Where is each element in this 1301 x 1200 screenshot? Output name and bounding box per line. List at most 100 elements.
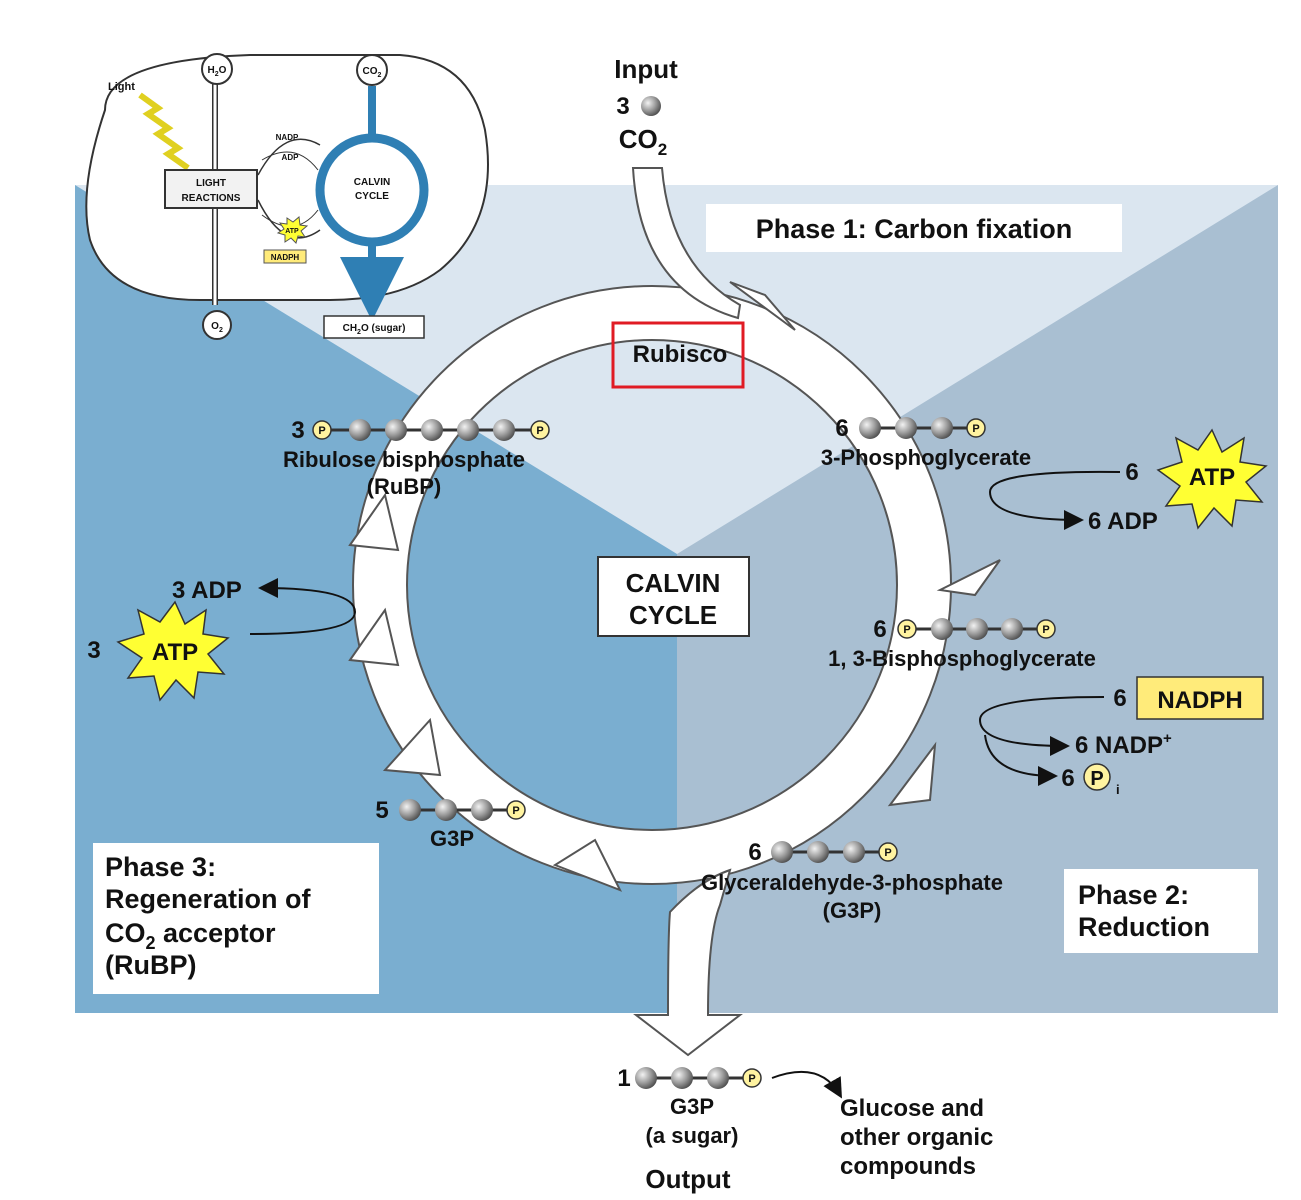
rubisco-highlight-box <box>611 321 745 389</box>
phase2-label-box <box>1064 869 1258 953</box>
carbon-ball <box>385 419 407 441</box>
g3p6-molecule: P <box>771 841 898 863</box>
output-arrow <box>633 868 743 1057</box>
pi-phosphate-icon <box>1083 763 1111 791</box>
ring-arrowhead-left-upper <box>348 492 400 552</box>
output-dest-arrow <box>771 1070 842 1099</box>
inset-nadph-label: NADPH <box>271 253 300 262</box>
rubp-abbr: (RuBP) <box>367 474 442 499</box>
output-dest-line2: other organic <box>840 1124 993 1151</box>
ring-arrowhead-left-lower <box>382 717 442 777</box>
phosphate-ball <box>1036 619 1056 639</box>
output-molecule: P <box>635 1067 762 1089</box>
g3p5-name: G3P <box>430 826 474 851</box>
center-label-box <box>597 556 750 637</box>
svg-text:P: P <box>318 425 325 437</box>
phosphate-ball <box>742 1068 762 1088</box>
carbon-ball <box>931 618 953 640</box>
input-count: 3 <box>616 93 629 120</box>
inset-co2-icon <box>356 54 388 86</box>
inset-light-reactions-line2: REACTIONS <box>182 193 241 204</box>
g3p5-molecule: P <box>399 799 526 821</box>
inset-light-reactions-line1: LIGHT <box>196 178 226 189</box>
carbon-ball <box>457 419 479 441</box>
pi-release-arrow <box>984 734 1058 786</box>
carbon-ball <box>843 841 865 863</box>
carbon-ball <box>471 799 493 821</box>
carbon-ball <box>349 419 371 441</box>
atp-phase2-product: 6 ADP <box>1088 508 1158 535</box>
atp-phase3-starburst <box>116 600 230 702</box>
phase3-line2: Regeneration of <box>105 884 312 914</box>
atp-phase2-consume-arrow <box>988 470 1121 530</box>
inset-chloroplast: Light H2O CO2 O2 LIGHT REACTIONS CALVIN … <box>85 53 489 340</box>
input-carbon-ball <box>641 96 661 116</box>
inset-nadp-label: NADP <box>276 133 299 142</box>
bpg-count: 6 <box>873 616 886 643</box>
output-count: 1 <box>617 1065 630 1092</box>
pga-count: 6 <box>835 415 848 442</box>
inset-h2o-label: H2O <box>208 65 227 78</box>
carbon-ball <box>931 417 953 439</box>
phase1-label-box <box>706 204 1122 252</box>
rubp-molecule: P P <box>312 419 550 441</box>
phase2-line2: Reduction <box>1078 912 1210 942</box>
bpg-name: 1, 3-Bisphosphoglycerate <box>828 646 1096 671</box>
inset-light-reactions-box <box>164 169 258 209</box>
output-title: Output <box>645 1164 731 1194</box>
phosphate-ball <box>312 420 332 440</box>
center-line2: CYCLE <box>629 600 717 630</box>
g3p6-abbr: (G3P) <box>823 898 882 923</box>
carbon-ball <box>435 799 457 821</box>
inset-calvin-ring <box>315 133 429 247</box>
input-title: Input <box>614 54 678 84</box>
carbon-ball <box>966 618 988 640</box>
carbon-ball <box>635 1067 657 1089</box>
inset-calvin-line1: CALVIN <box>354 177 390 188</box>
phase2-line1: Phase 2: <box>1078 880 1189 910</box>
ring-arrowhead-bottom <box>552 838 623 892</box>
nadp-product: 6 NADP+ <box>1075 730 1172 759</box>
inset-o2-label: O2 <box>211 321 223 334</box>
inset-light-label: Light <box>108 81 135 93</box>
pga-molecule: P <box>859 417 986 439</box>
atp-phase2-label: ATP <box>1189 464 1235 491</box>
output-note: (a sugar) <box>646 1123 739 1148</box>
carbon-ball <box>671 1067 693 1089</box>
center-line1: CALVIN <box>626 568 721 598</box>
svg-text:P: P <box>884 847 891 859</box>
phase3-label-box <box>93 843 379 994</box>
atp-phase3-consume-arrow <box>249 578 357 635</box>
svg-text:P: P <box>536 425 543 437</box>
svg-text:P: P <box>1042 624 1049 636</box>
carbon-ball <box>807 841 829 863</box>
inset-sugar-label: CH2O (sugar) <box>343 323 406 336</box>
atp-phase2-starburst <box>1156 428 1268 530</box>
rubisco-label: Rubisco <box>633 341 728 368</box>
output-name: G3P <box>670 1094 714 1119</box>
phase3-line4: (RuBP) <box>105 950 196 980</box>
phosphate-ball <box>506 800 526 820</box>
nadph-consume-arrow <box>978 696 1105 756</box>
output-dest-line1: Glucose and <box>840 1095 984 1122</box>
carbon-ball <box>859 417 881 439</box>
inset-atp-label: ATP <box>285 228 299 235</box>
inset-sugar-box <box>323 315 425 339</box>
ring-arrowhead-right-upper <box>936 559 1001 597</box>
nadph-label: NADPH <box>1157 687 1242 714</box>
inset-calvin-line2: CYCLE <box>355 191 389 202</box>
inset-co2-label: CO2 <box>363 66 382 79</box>
carbon-ball <box>707 1067 729 1089</box>
g3p5-count: 5 <box>375 797 388 824</box>
phase1-label: Phase 1: Carbon fixation <box>756 214 1073 244</box>
g3p6-count: 6 <box>748 839 761 866</box>
ring-arrowhead-left-mid <box>348 607 400 667</box>
cycle-ring-fill <box>354 287 950 883</box>
carbon-ball <box>493 419 515 441</box>
rubp-count: 3 <box>291 417 304 444</box>
phosphate-ball <box>897 619 917 639</box>
carbon-ball <box>399 799 421 821</box>
output-dest-line3: compounds <box>840 1153 976 1180</box>
nadph-count: 6 <box>1113 685 1126 712</box>
